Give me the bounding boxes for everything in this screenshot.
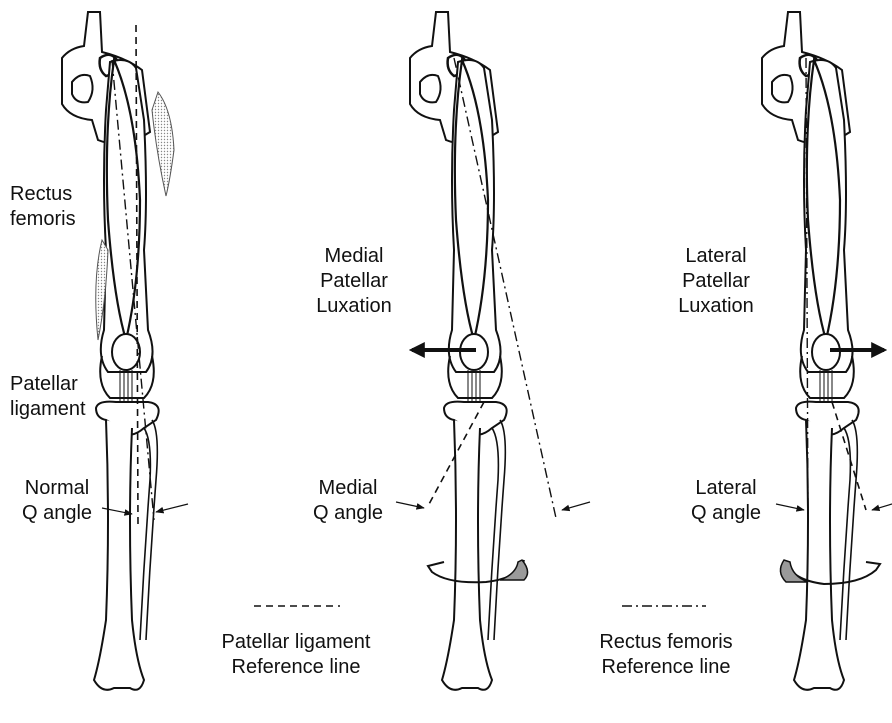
lateral-q-angle-arrow-left [776,504,804,510]
label-normal-q-angle-line2: Q angle [14,501,100,526]
label-medial-q-angle: Medial Q angle [300,476,396,526]
medial-q-angle-arrow-right [562,502,590,510]
legend-rectus-femoris-line1: Rectus femoris [566,630,766,655]
label-lateral-q-angle-line2: Q angle [678,501,774,526]
legend-rectus-femoris-line2: Reference line [566,655,766,680]
label-lateral-patellar-luxation: Lateral Patellar Luxation [662,244,770,319]
label-lateral-luxation-line2: Patellar [662,269,770,294]
label-lateral-q-angle: Lateral Q angle [678,476,774,526]
legend-patellar-ligament-text: Patellar ligament Reference line [196,630,396,680]
legend-rectus-femoris-text: Rectus femoris Reference line [566,630,766,680]
lateral-q-angle-arrow-right [872,504,892,510]
legend-patellar-ligament-line1: Patellar ligament [196,630,396,655]
label-lateral-luxation-line3: Luxation [662,294,770,319]
label-lateral-luxation-line1: Lateral [662,244,770,269]
label-medial-luxation-line3: Luxation [300,294,408,319]
label-medial-luxation-line1: Medial [300,244,408,269]
label-rectus-femoris-line1: Rectus [10,182,76,207]
label-lateral-q-angle-line1: Lateral [678,476,774,501]
legend-patellar-ligament-line2: Reference line [196,655,396,680]
medial-q-angle-arrow-left [396,502,424,508]
label-rectus-femoris-line2: femoris [10,207,76,232]
label-medial-patellar-luxation: Medial Patellar Luxation [300,244,408,319]
label-patellar-ligament: Patellar ligament [10,372,86,422]
label-patellar-ligament-line1: Patellar [10,372,86,397]
label-normal-q-angle: Normal Q angle [14,476,100,526]
normal-limb [62,12,174,690]
label-medial-luxation-line2: Patellar [300,269,408,294]
label-medial-q-angle-line2: Q angle [300,501,396,526]
normal-q-angle-arrow-right [156,504,188,512]
label-medial-q-angle-line1: Medial [300,476,396,501]
label-normal-q-angle-line1: Normal [14,476,100,501]
label-patellar-ligament-line2: ligament [10,397,86,422]
label-rectus-femoris: Rectus femoris [10,182,76,232]
